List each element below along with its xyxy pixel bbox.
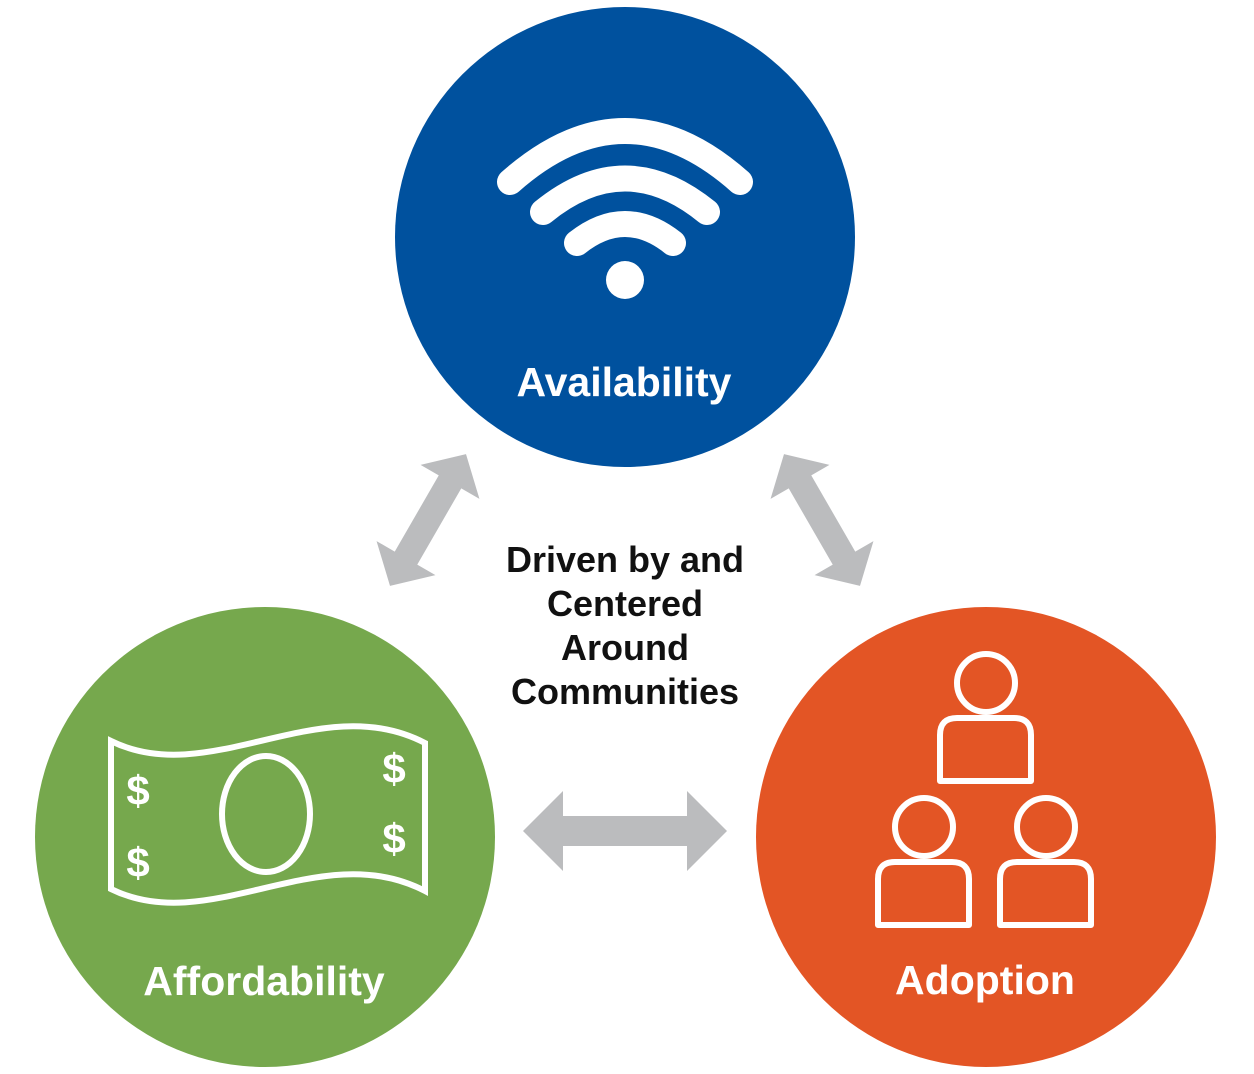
availability-label: Availability [517,359,732,405]
center-caption-line: Centered [546,583,704,624]
bill-dollar-symbol: $ [382,745,405,792]
people-group-icon [875,651,1094,928]
wifi-icon [497,118,753,256]
center-caption-line: Around [561,627,689,668]
adoption-label: Adoption [895,957,1075,1003]
connector-affordability-availability [376,454,480,586]
connector-affordability-adoption [523,791,727,871]
center-caption-line: Communities [510,671,740,712]
node-availability: Availability [395,7,855,467]
money-bill-icon: $ $ $ $ [108,723,428,906]
center-caption-line: Driven by and [505,539,745,580]
person-right-icon [997,795,1094,928]
node-adoption: Adoption [756,607,1216,1067]
person-left-icon [875,795,972,928]
double-arrow-icon [376,454,480,586]
person-top-icon [937,651,1034,784]
bill-dollar-symbol: $ [382,815,405,862]
affordability-label: Affordability [143,958,385,1004]
center-caption: Driven by and Centered Around Communitie… [455,538,795,714]
affordability-circle [35,607,495,1067]
bill-outline [108,723,428,906]
node-affordability: $ $ $ $ Affordability [35,607,495,1067]
connector-availability-adoption [770,454,874,586]
double-arrow-icon [770,454,874,586]
double-arrow-icon [523,791,727,871]
bill-dollar-symbol: $ [126,767,149,814]
bill-dollar-symbol: $ [126,839,149,886]
wifi-dot [606,261,644,299]
bill-portrait [219,753,313,875]
adoption-circle [756,607,1216,1067]
